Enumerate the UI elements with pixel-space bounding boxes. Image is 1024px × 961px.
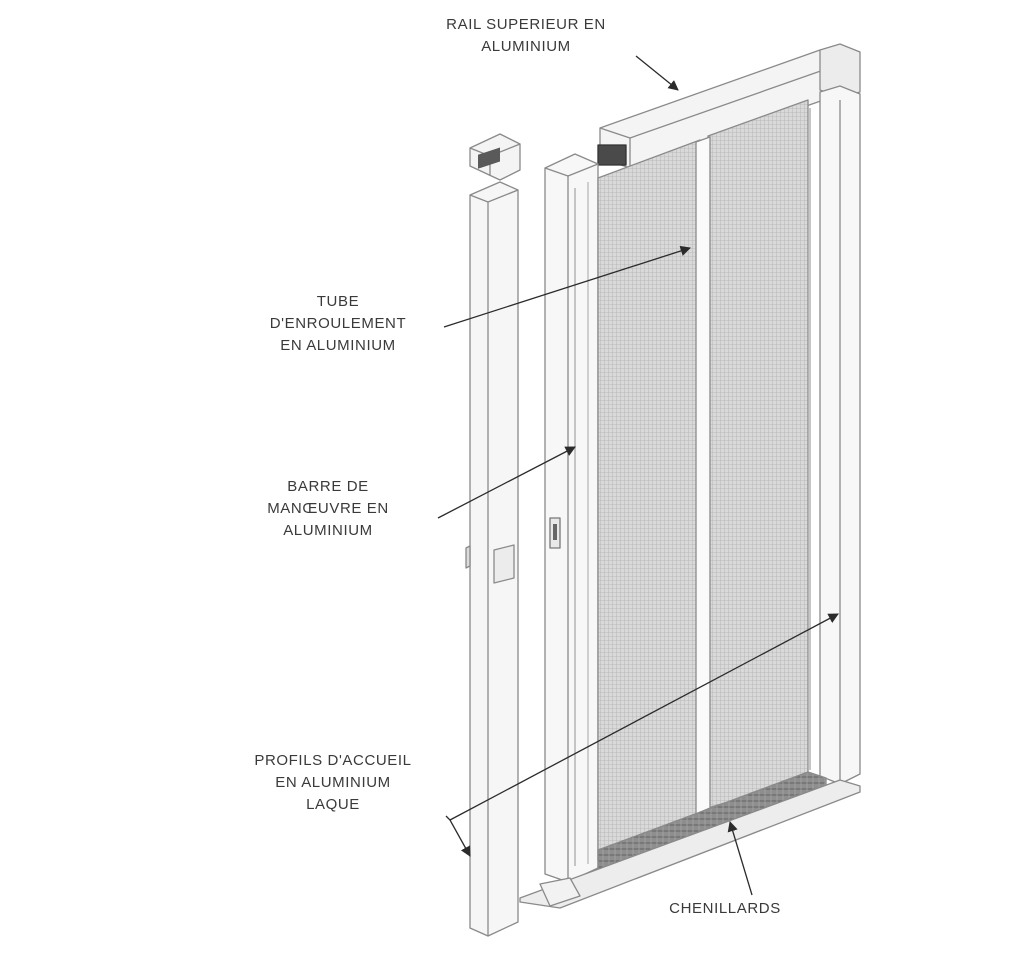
label-barre-line1: BARRE DE <box>287 478 369 495</box>
floor-base <box>519 779 861 909</box>
label-rail-line1: RAIL SUPERIEUR EN <box>446 16 606 33</box>
label-barre-manoeuvre: BARRE DE MANŒUVRE EN ALUMINIUM <box>248 476 408 542</box>
mesh-right <box>707 99 809 809</box>
arrow-profils-b <box>449 613 839 821</box>
arrow-rail <box>635 55 679 91</box>
label-rail-line2: ALUMINIUM <box>481 38 571 55</box>
label-chenillards: CHENILLARDS <box>650 898 800 920</box>
arrow-profils-a <box>445 815 471 857</box>
mesh-left <box>597 139 701 861</box>
label-profils-line1: PROFILS D'ACCUEIL <box>254 752 412 769</box>
label-chenillards-line1: CHENILLARDS <box>669 900 781 917</box>
arrow-chenillards <box>727 821 753 896</box>
label-tube-line1: TUBE <box>316 293 360 310</box>
label-profils-line3: LAQUE <box>306 796 360 813</box>
label-profils-accueil: PROFILS D'ACCUEIL EN ALUMINIUM LAQUE <box>238 750 428 816</box>
label-tube-line2: D'ENROULEMENT <box>269 315 407 332</box>
door-frame <box>519 43 861 909</box>
rolling-tube <box>695 136 711 815</box>
arrow-tube <box>443 245 691 328</box>
label-barre-line3: ALUMINIUM <box>283 522 373 539</box>
arrow-barre <box>437 446 576 519</box>
receiving-profile <box>465 133 521 937</box>
label-tube-enroulement: TUBE D'ENROULEMENT EN ALUMINIUM <box>258 291 418 357</box>
leader-lines <box>437 55 839 896</box>
label-tube-line3: EN ALUMINIUM <box>280 337 396 354</box>
label-barre-line2: MANŒUVRE EN <box>267 500 389 517</box>
label-profils-line2: EN ALUMINIUM <box>275 774 391 791</box>
label-rail-superieur: RAIL SUPERIEUR EN ALUMINIUM <box>432 14 620 58</box>
